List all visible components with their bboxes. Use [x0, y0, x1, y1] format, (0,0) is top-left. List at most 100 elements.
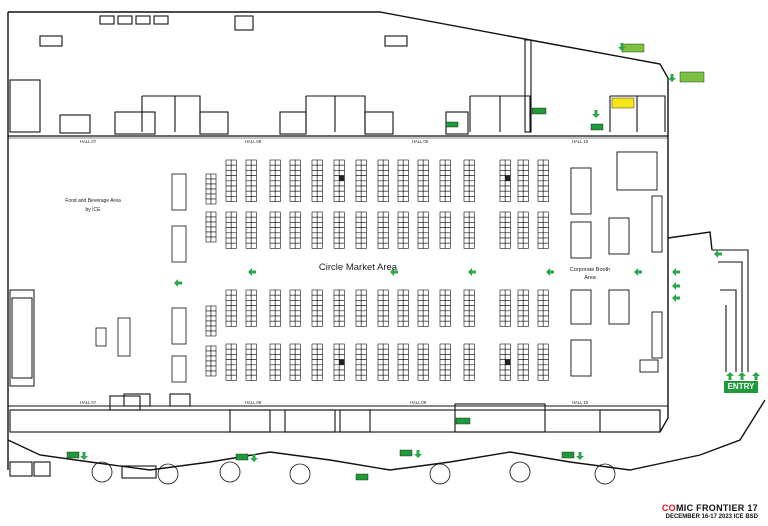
booth: [382, 159, 389, 166]
booth: [230, 237, 237, 244]
booth: [504, 242, 511, 249]
booth: [316, 237, 323, 244]
booth: [439, 222, 446, 228]
booth: [225, 315, 232, 322]
booth: [274, 211, 281, 218]
booth: [245, 159, 252, 166]
booth: [542, 232, 549, 239]
booth: [316, 175, 323, 182]
booth: [225, 354, 232, 360]
booth: [338, 237, 345, 244]
booth: [360, 289, 367, 296]
booth: [230, 242, 237, 249]
entry-sign: ENTRY: [724, 381, 758, 393]
booth: [517, 170, 524, 176]
booth: [360, 159, 367, 166]
booth: [230, 374, 237, 381]
booth: [210, 231, 217, 238]
booth: [397, 190, 404, 197]
booth: [397, 294, 404, 301]
booth: [274, 289, 281, 296]
booth: [333, 369, 340, 376]
booth: [439, 359, 446, 366]
booth: [245, 315, 252, 322]
booth: [439, 237, 446, 244]
booth: [402, 196, 409, 202]
left-arrow-icon: [248, 268, 256, 276]
booth: [210, 221, 217, 228]
booth: [377, 242, 384, 249]
booth: [463, 180, 470, 187]
circle-market-label: Circle Market Area: [319, 262, 398, 273]
booth: [245, 196, 252, 202]
booth: [537, 294, 544, 301]
booth: [444, 242, 451, 249]
booth: [468, 175, 475, 182]
booth: [205, 365, 212, 372]
booth: [250, 242, 257, 249]
booth: [422, 211, 429, 218]
down-arrow-icon: [414, 450, 422, 458]
booth: [522, 196, 529, 202]
booth: [522, 242, 529, 249]
booth: [311, 294, 318, 301]
columns: [91, 461, 616, 485]
booth: [360, 211, 367, 218]
booth: [245, 294, 252, 301]
booth: [522, 305, 529, 312]
booth: [463, 305, 470, 312]
booth: [422, 294, 429, 301]
booth: [397, 216, 404, 223]
booth: [274, 170, 281, 176]
booth: [355, 170, 362, 176]
booth: [316, 170, 323, 176]
booth: [417, 305, 424, 312]
booth: [402, 320, 409, 327]
booth: [537, 211, 544, 218]
booth: [397, 222, 404, 228]
booth: [355, 242, 362, 249]
booth: [377, 237, 384, 244]
booth: [316, 300, 323, 306]
booth: [289, 190, 296, 197]
booth: [542, 343, 549, 350]
booth: [245, 300, 252, 306]
booth: [468, 190, 475, 197]
booth: [499, 237, 506, 244]
booth: [205, 173, 212, 180]
lower-service-rooms: [9, 393, 661, 479]
booth: [444, 170, 451, 176]
booth: [397, 354, 404, 360]
booth: [463, 170, 470, 176]
booth: [397, 196, 404, 202]
booth: [397, 300, 404, 306]
booth: [422, 222, 429, 228]
booth: [245, 348, 252, 355]
booth: [338, 359, 345, 366]
booth: [360, 348, 367, 355]
booth: [230, 300, 237, 306]
booth: [542, 222, 549, 228]
left-arrow-icon: [672, 268, 680, 276]
booth: [205, 370, 212, 377]
booth: [517, 364, 524, 371]
booth: [537, 289, 544, 296]
booth: [439, 294, 446, 301]
booth: [289, 300, 296, 306]
booth: [439, 305, 446, 312]
booth: [274, 310, 281, 317]
booth: [382, 237, 389, 244]
booth: [504, 320, 511, 327]
booth: [230, 320, 237, 327]
booth: [355, 211, 362, 218]
booth: [468, 170, 475, 176]
booth: [382, 164, 389, 171]
booth: [382, 242, 389, 249]
booth: [289, 211, 296, 218]
booth: [417, 320, 424, 327]
booth: [205, 305, 212, 312]
booth: [377, 170, 384, 176]
booth: [417, 175, 424, 182]
booth: [225, 348, 232, 355]
booth: [422, 170, 429, 176]
